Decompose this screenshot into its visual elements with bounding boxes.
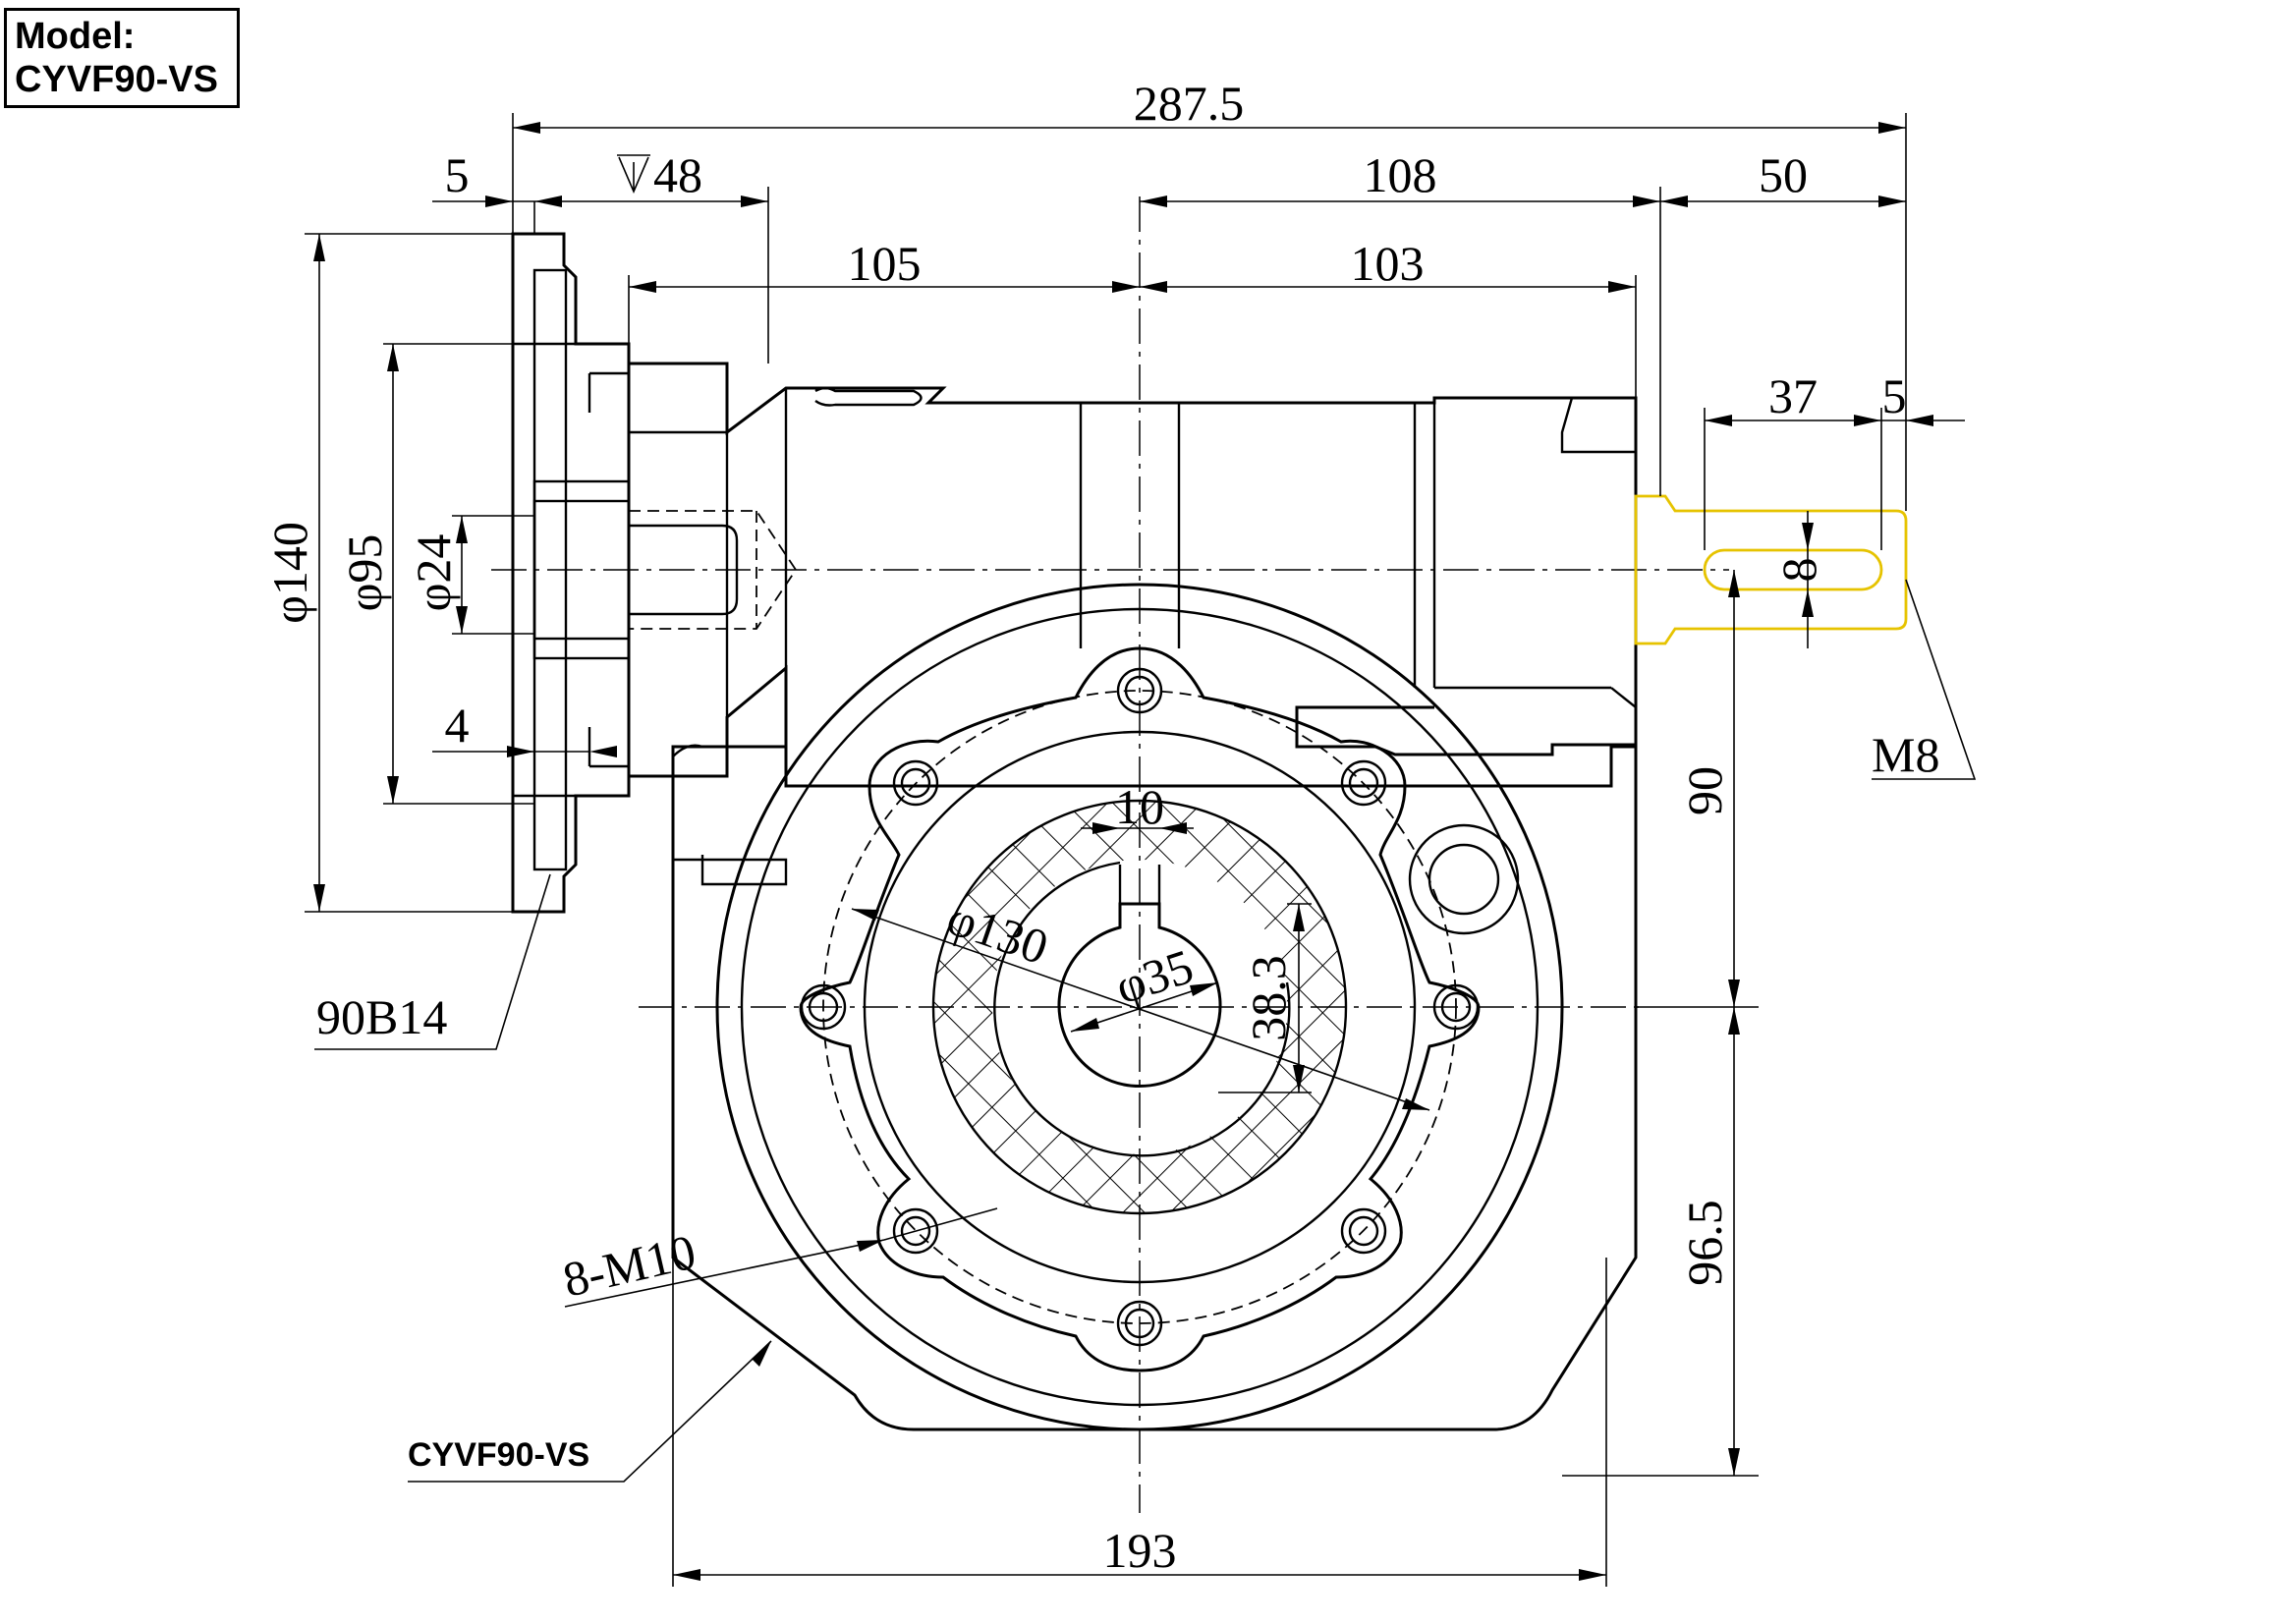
bolt-hole: [1116, 1300, 1163, 1347]
callout-thread: M8: [1872, 727, 1939, 782]
bolt-hole: [892, 759, 939, 807]
dim-flange-thickness: 5: [445, 147, 470, 202]
callout-flange-code: 90B14: [316, 989, 447, 1044]
housing-round: [715, 583, 1564, 1431]
model-value: CYVF90-VS: [15, 59, 218, 100]
dim-flange-diameter: φ140: [262, 522, 317, 624]
dim-output-key-width: 10: [1115, 779, 1164, 834]
bolt-hole: [1340, 759, 1387, 807]
mounting-holes: [800, 667, 1480, 1347]
gear-ring-outer: [931, 799, 1348, 1215]
model-box: Model: CYVF90-VS: [4, 8, 240, 108]
worm-housing: [627, 362, 1638, 781]
dim-output-keyway-depth: 38.3: [1241, 955, 1296, 1041]
leader-housing-model: [408, 1340, 772, 1483]
gear-ring-inner: [993, 861, 1291, 1157]
leader-thread: [1872, 579, 1977, 780]
dim-shaft-length: 50: [1759, 147, 1808, 202]
bore-hole: [532, 499, 631, 641]
output-bore: [1057, 902, 1222, 1088]
bolt-hole: [800, 983, 847, 1031]
breather-boss-outer: [1408, 823, 1520, 935]
dim-lower-height: 96.5: [1677, 1200, 1732, 1286]
model-label: Model:: [15, 16, 136, 57]
dim-output-bore: φ35: [1109, 938, 1200, 1015]
dim-axis-to-shoulder: 108: [1364, 147, 1437, 202]
bolt-hole: [1432, 983, 1480, 1031]
housing-lower-left: [629, 664, 788, 781]
dim-input-depth: 48: [653, 147, 702, 202]
housing-top-outline: [629, 362, 1638, 756]
pcd-circle: [822, 690, 1457, 1324]
callout-mounting-holes: 8-M10: [558, 1224, 700, 1308]
dim-upper-height: 90: [1677, 766, 1732, 815]
leader-flange-code: [314, 873, 551, 1050]
dim-spigot-depth: 4: [445, 698, 470, 753]
center-lines: [491, 196, 1729, 1513]
output-shaft: [1634, 494, 1908, 645]
bolt-hole: [892, 1207, 939, 1255]
dim-spigot-diameter: φ95: [337, 534, 392, 612]
bolt-hole: [1116, 667, 1163, 714]
output-flange-outline: [799, 646, 1481, 1372]
housing-outer: [671, 745, 1638, 1431]
shaft-body: [1634, 494, 1908, 645]
dim-bore-diameter: φ24: [406, 534, 461, 612]
callout-housing-model: CYVF90-VS: [408, 1436, 589, 1474]
gear-housing: [671, 583, 1638, 1431]
dim-key-width: 8: [1771, 558, 1826, 583]
dimensions-right: 8 M8 90 96.5: [1562, 511, 1977, 1477]
dim-overall-length: 287.5: [1134, 76, 1245, 131]
dimensions-bottom: 193 CYVF90-VS: [408, 1258, 1607, 1587]
input-boss: [627, 362, 729, 434]
dim-key-offset: 5: [1882, 368, 1907, 423]
housing-round-inner: [740, 607, 1539, 1407]
dim-base-width: 193: [1103, 1523, 1177, 1578]
oil-plug-top: [814, 386, 923, 407]
worm-bore-hidden: [629, 510, 798, 630]
shaft-keyway: [1703, 548, 1883, 591]
dim-key-length: 37: [1768, 368, 1818, 423]
dim-axis-to-body-end: 103: [1351, 236, 1425, 291]
output-flange-recess: [863, 730, 1417, 1284]
bolt-hole: [1340, 1207, 1387, 1255]
breather-boss: [1427, 843, 1500, 916]
input-flange: [511, 232, 631, 914]
dim-line-pcd: [851, 908, 1430, 1111]
housing-end-cap-notch: [1560, 397, 1636, 454]
dimensions-top: 287.5 5 48 108 50 105 103 3: [432, 76, 1965, 550]
depth-symbol: [617, 154, 650, 195]
worm-keyway: [629, 524, 739, 616]
flange-section: [511, 232, 631, 914]
dimensions-left: φ140 φ95 φ24 4 90B14: [262, 233, 617, 1050]
dim-axis-to-flange: 105: [848, 236, 922, 291]
